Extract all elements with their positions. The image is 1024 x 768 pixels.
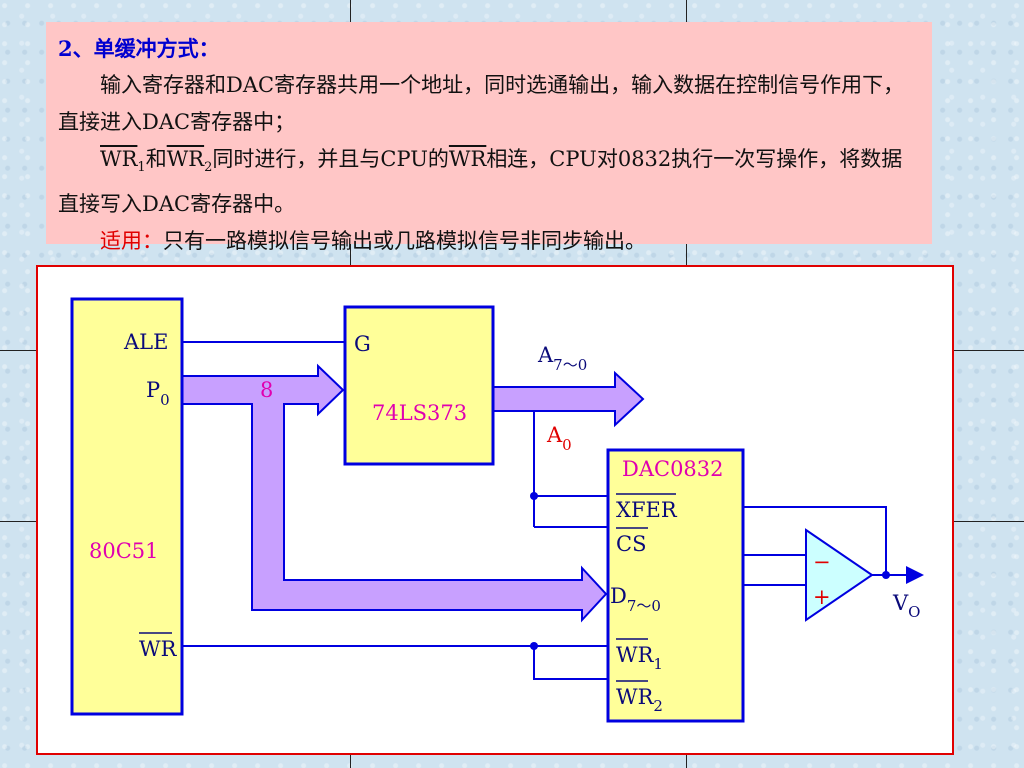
xfer-label: XFER [616,498,678,522]
wr2-main: WR [616,685,655,709]
ale-label: ALE [123,330,168,354]
opamp-minus-label: − [813,550,831,574]
wr2-sub: 2 [653,697,663,715]
description-box: 2、单缓冲方式： 输入寄存器和DAC寄存器共用一个地址，同时选通输出，输入数据在… [46,22,932,253]
wr1-signal: WR [100,147,138,171]
cs-label: CS [616,532,646,556]
a0-sub: 0 [562,436,572,454]
paragraph-3: 适用：只有一路模拟信号输出或几路模拟信号非同步输出。 [58,223,920,260]
para2-rest: 相连，CPU对0832执行一次写操作，将数据直接写入DAC寄存器中。 [58,147,903,217]
d7-0-sub: 7～0 [627,597,661,615]
p0-sub: 0 [160,391,170,409]
vo-label: VO [892,591,920,621]
output-arrowhead [906,566,924,584]
wr2-signal: WR [166,147,205,171]
latch-74ls373-box [343,305,495,466]
junction-dot [882,571,890,579]
junction-dot [530,642,538,650]
vo-sub: O [908,603,920,621]
apply-text: 只有一路模拟信号输出或几路模拟信号非同步输出。 [163,229,646,254]
wr1-label: WR1 [616,643,663,673]
wr2-label: WR2 [616,685,663,715]
latch-name-label: 74LS373 [372,401,467,425]
bus-p0-to-latch [181,363,345,417]
wr2-subscript: 2 [204,160,213,176]
d7-0-main: D [610,584,627,608]
heading: 2、单缓冲方式： [58,36,220,61]
bus-width-label: 8 [260,378,273,402]
vo-main: V [892,591,909,615]
diagram-frame [36,265,954,755]
a0-label: A0 [546,423,572,454]
bus-junction-fill [253,403,283,406]
wr1-subscript: 1 [137,160,146,176]
a7-0-sub: 7～0 [553,356,587,374]
wr2-wire [533,646,608,680]
latch-g-label: G [354,332,371,356]
and-word: 和 [145,147,167,171]
p0-main: P [146,378,160,402]
para2-mid: 同时进行，并且与CPU的 [212,147,449,171]
bus-to-dac [251,403,608,623]
cpu-wr-signal: WR [448,147,487,171]
a7-0-label: A7～0 [537,343,587,374]
paragraph-1: 输入寄存器和DAC寄存器共用一个地址，同时选通输出，输入数据在控制信号作用下，直… [58,73,905,134]
mcu-wr-label: WR [139,637,178,661]
apply-label: 适用： [100,229,163,254]
mcu-80c51-box [70,297,184,716]
paragraph-2: WR1和WR2同时进行，并且与CPU的WR相连，CPU对0832执行一次写操作，… [58,141,920,223]
a7-0-main: A [537,343,554,367]
bus-latch-to-addr [492,370,645,428]
a0-main: A [546,423,563,447]
junction-dot [530,492,538,500]
mcu-name-label: 80C51 [89,539,159,563]
d7-0-label: D7～0 [610,584,661,615]
wr1-main: WR [616,643,655,667]
feedback-wire [743,506,887,575]
overlines [139,493,676,682]
opamp-triangle [805,528,874,622]
dac-name-label: DAC0832 [622,457,724,481]
opamp-plus-label: + [813,585,831,609]
p0-label: P0 [146,378,170,409]
wr1-sub: 1 [653,655,663,673]
